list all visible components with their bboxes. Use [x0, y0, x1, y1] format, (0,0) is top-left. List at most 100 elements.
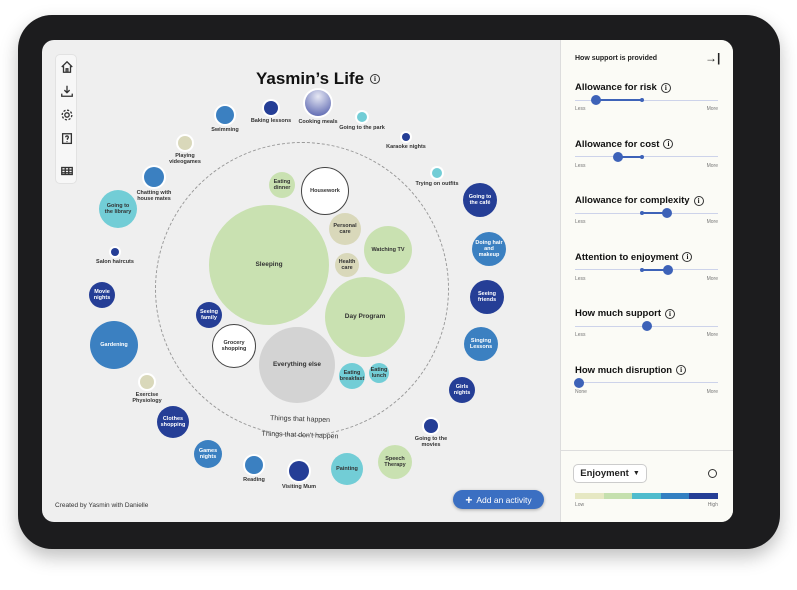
activity-bubble[interactable]: Clothes shopping: [157, 406, 189, 438]
info-icon[interactable]: i: [370, 74, 381, 84]
activity-bubble[interactable]: Going to the library: [99, 190, 137, 228]
range-end-handle[interactable]: [640, 98, 645, 102]
activity-bubble[interactable]: [264, 101, 278, 115]
slider-track[interactable]: [575, 208, 718, 218]
gear-icon: [61, 109, 73, 121]
activity-label: Everything else: [272, 361, 322, 369]
activity-label: Day Program: [344, 313, 386, 321]
activity-bubble[interactable]: Gardening: [90, 321, 138, 369]
activity-label: Playing videogames: [169, 153, 201, 166]
activity-bubble[interactable]: Seeing family: [196, 302, 222, 328]
activity-bubble[interactable]: [245, 456, 263, 474]
activity-bubble[interactable]: Housework: [301, 167, 349, 215]
slider-label-text: Allowance for cost: [575, 138, 660, 150]
activity-label: Personal care: [333, 222, 357, 235]
activity-bubble[interactable]: Personal care: [329, 213, 361, 245]
activity-bubble[interactable]: [424, 419, 438, 433]
max-label: More: [706, 332, 718, 338]
activity-bubble[interactable]: Painting: [331, 453, 363, 485]
download-button[interactable]: [56, 79, 78, 103]
activity-bubble[interactable]: Health care: [335, 253, 359, 277]
activity-label: Doing hair and makeup: [475, 239, 503, 259]
activity-label: Girls nights: [453, 383, 471, 396]
range-end-handle[interactable]: [640, 154, 645, 159]
range-end-handle[interactable]: [640, 211, 645, 215]
activity-bubble[interactable]: Grocery shopping: [212, 324, 256, 368]
activity-bubble[interactable]: Seeing friends: [470, 280, 504, 314]
activity-bubble[interactable]: Everything else: [259, 327, 335, 403]
min-label: None: [575, 388, 587, 395]
info-icon[interactable]: i: [693, 195, 704, 206]
max-label: More: [706, 219, 718, 225]
settings-button[interactable]: [56, 103, 78, 127]
activity-bubble[interactable]: Day Program: [325, 277, 405, 357]
track-line: [575, 156, 718, 157]
min-label: Less: [575, 162, 586, 169]
info-icon[interactable]: i: [682, 252, 693, 262]
max-label: More: [706, 106, 718, 112]
add-activity-button[interactable]: + Add an activity: [453, 490, 544, 509]
activity-bubble[interactable]: [178, 136, 192, 150]
activity-bubble[interactable]: Games nights: [194, 440, 222, 468]
info-icon[interactable]: i: [676, 365, 687, 375]
activity-bubble[interactable]: [289, 461, 309, 481]
activity-bubble[interactable]: [305, 90, 331, 116]
info-icon[interactable]: i: [660, 82, 671, 93]
slider-track[interactable]: [575, 321, 718, 331]
color-by-dropdown[interactable]: Enjoyment ▼: [573, 464, 647, 483]
activity-label: Eating dinner: [273, 178, 291, 191]
activity-bubble[interactable]: Singing Lessons: [464, 327, 498, 361]
slider-track[interactable]: [575, 151, 718, 162]
slider-handle[interactable]: [661, 208, 672, 218]
activity-label: Seeing friends: [477, 290, 497, 303]
activity-bubble[interactable]: Movie nights: [89, 282, 115, 308]
activity-bubble[interactable]: [216, 106, 234, 124]
activity-label: Housework: [310, 187, 340, 194]
activity-bubble[interactable]: Sleeping: [209, 205, 329, 325]
slider-handle[interactable]: [591, 95, 602, 105]
activity-bubble[interactable]: [111, 248, 119, 256]
activity-label: Swimming: [211, 127, 239, 133]
range-end-handle[interactable]: [640, 267, 645, 272]
refresh-icon[interactable]: [708, 469, 717, 478]
slider-track[interactable]: [575, 264, 718, 275]
slider-handle[interactable]: [662, 264, 673, 275]
add-activity-label: Add an activity: [476, 494, 532, 505]
info-icon[interactable]: i: [665, 308, 676, 319]
activity-bubble[interactable]: [140, 375, 154, 389]
activity-bubble[interactable]: Girls nights: [449, 377, 475, 403]
slider-track[interactable]: [575, 95, 718, 105]
activity-bubble[interactable]: Eating lunch: [369, 363, 389, 383]
slider-handle[interactable]: [641, 321, 652, 331]
home-button[interactable]: [56, 55, 78, 79]
activity-label: Baking lessons: [250, 118, 292, 124]
grid-view-button[interactable]: [56, 159, 78, 183]
slider-track[interactable]: [574, 377, 718, 388]
activity-bubble[interactable]: [357, 112, 367, 122]
activity-label: Singing Lessons: [469, 337, 493, 350]
activity-label: Health care: [338, 258, 356, 271]
activity-bubble[interactable]: Speech Therapy: [378, 445, 412, 479]
max-label: More: [706, 275, 718, 282]
activity-label: Trying on outfits: [415, 181, 459, 187]
activity-bubble[interactable]: Doing hair and makeup: [472, 232, 506, 266]
info-icon[interactable]: i: [663, 139, 674, 149]
activity-bubble[interactable]: Eating dinner: [269, 172, 295, 198]
collapse-panel-icon[interactable]: →|: [705, 51, 721, 65]
activity-bubble[interactable]: [144, 167, 164, 187]
help-button[interactable]: [56, 127, 78, 151]
activity-bubble[interactable]: [402, 133, 410, 141]
slider-handle[interactable]: [574, 377, 585, 388]
slider-label-text: Allowance for risk: [575, 82, 657, 93]
activity-bubble[interactable]: [432, 168, 442, 178]
activity-bubble[interactable]: Going to the café: [463, 183, 497, 217]
activity-bubble[interactable]: Watching TV: [364, 226, 412, 274]
activity-bubble[interactable]: Eating breakfast: [339, 363, 365, 389]
slider-handle[interactable]: [612, 151, 623, 162]
